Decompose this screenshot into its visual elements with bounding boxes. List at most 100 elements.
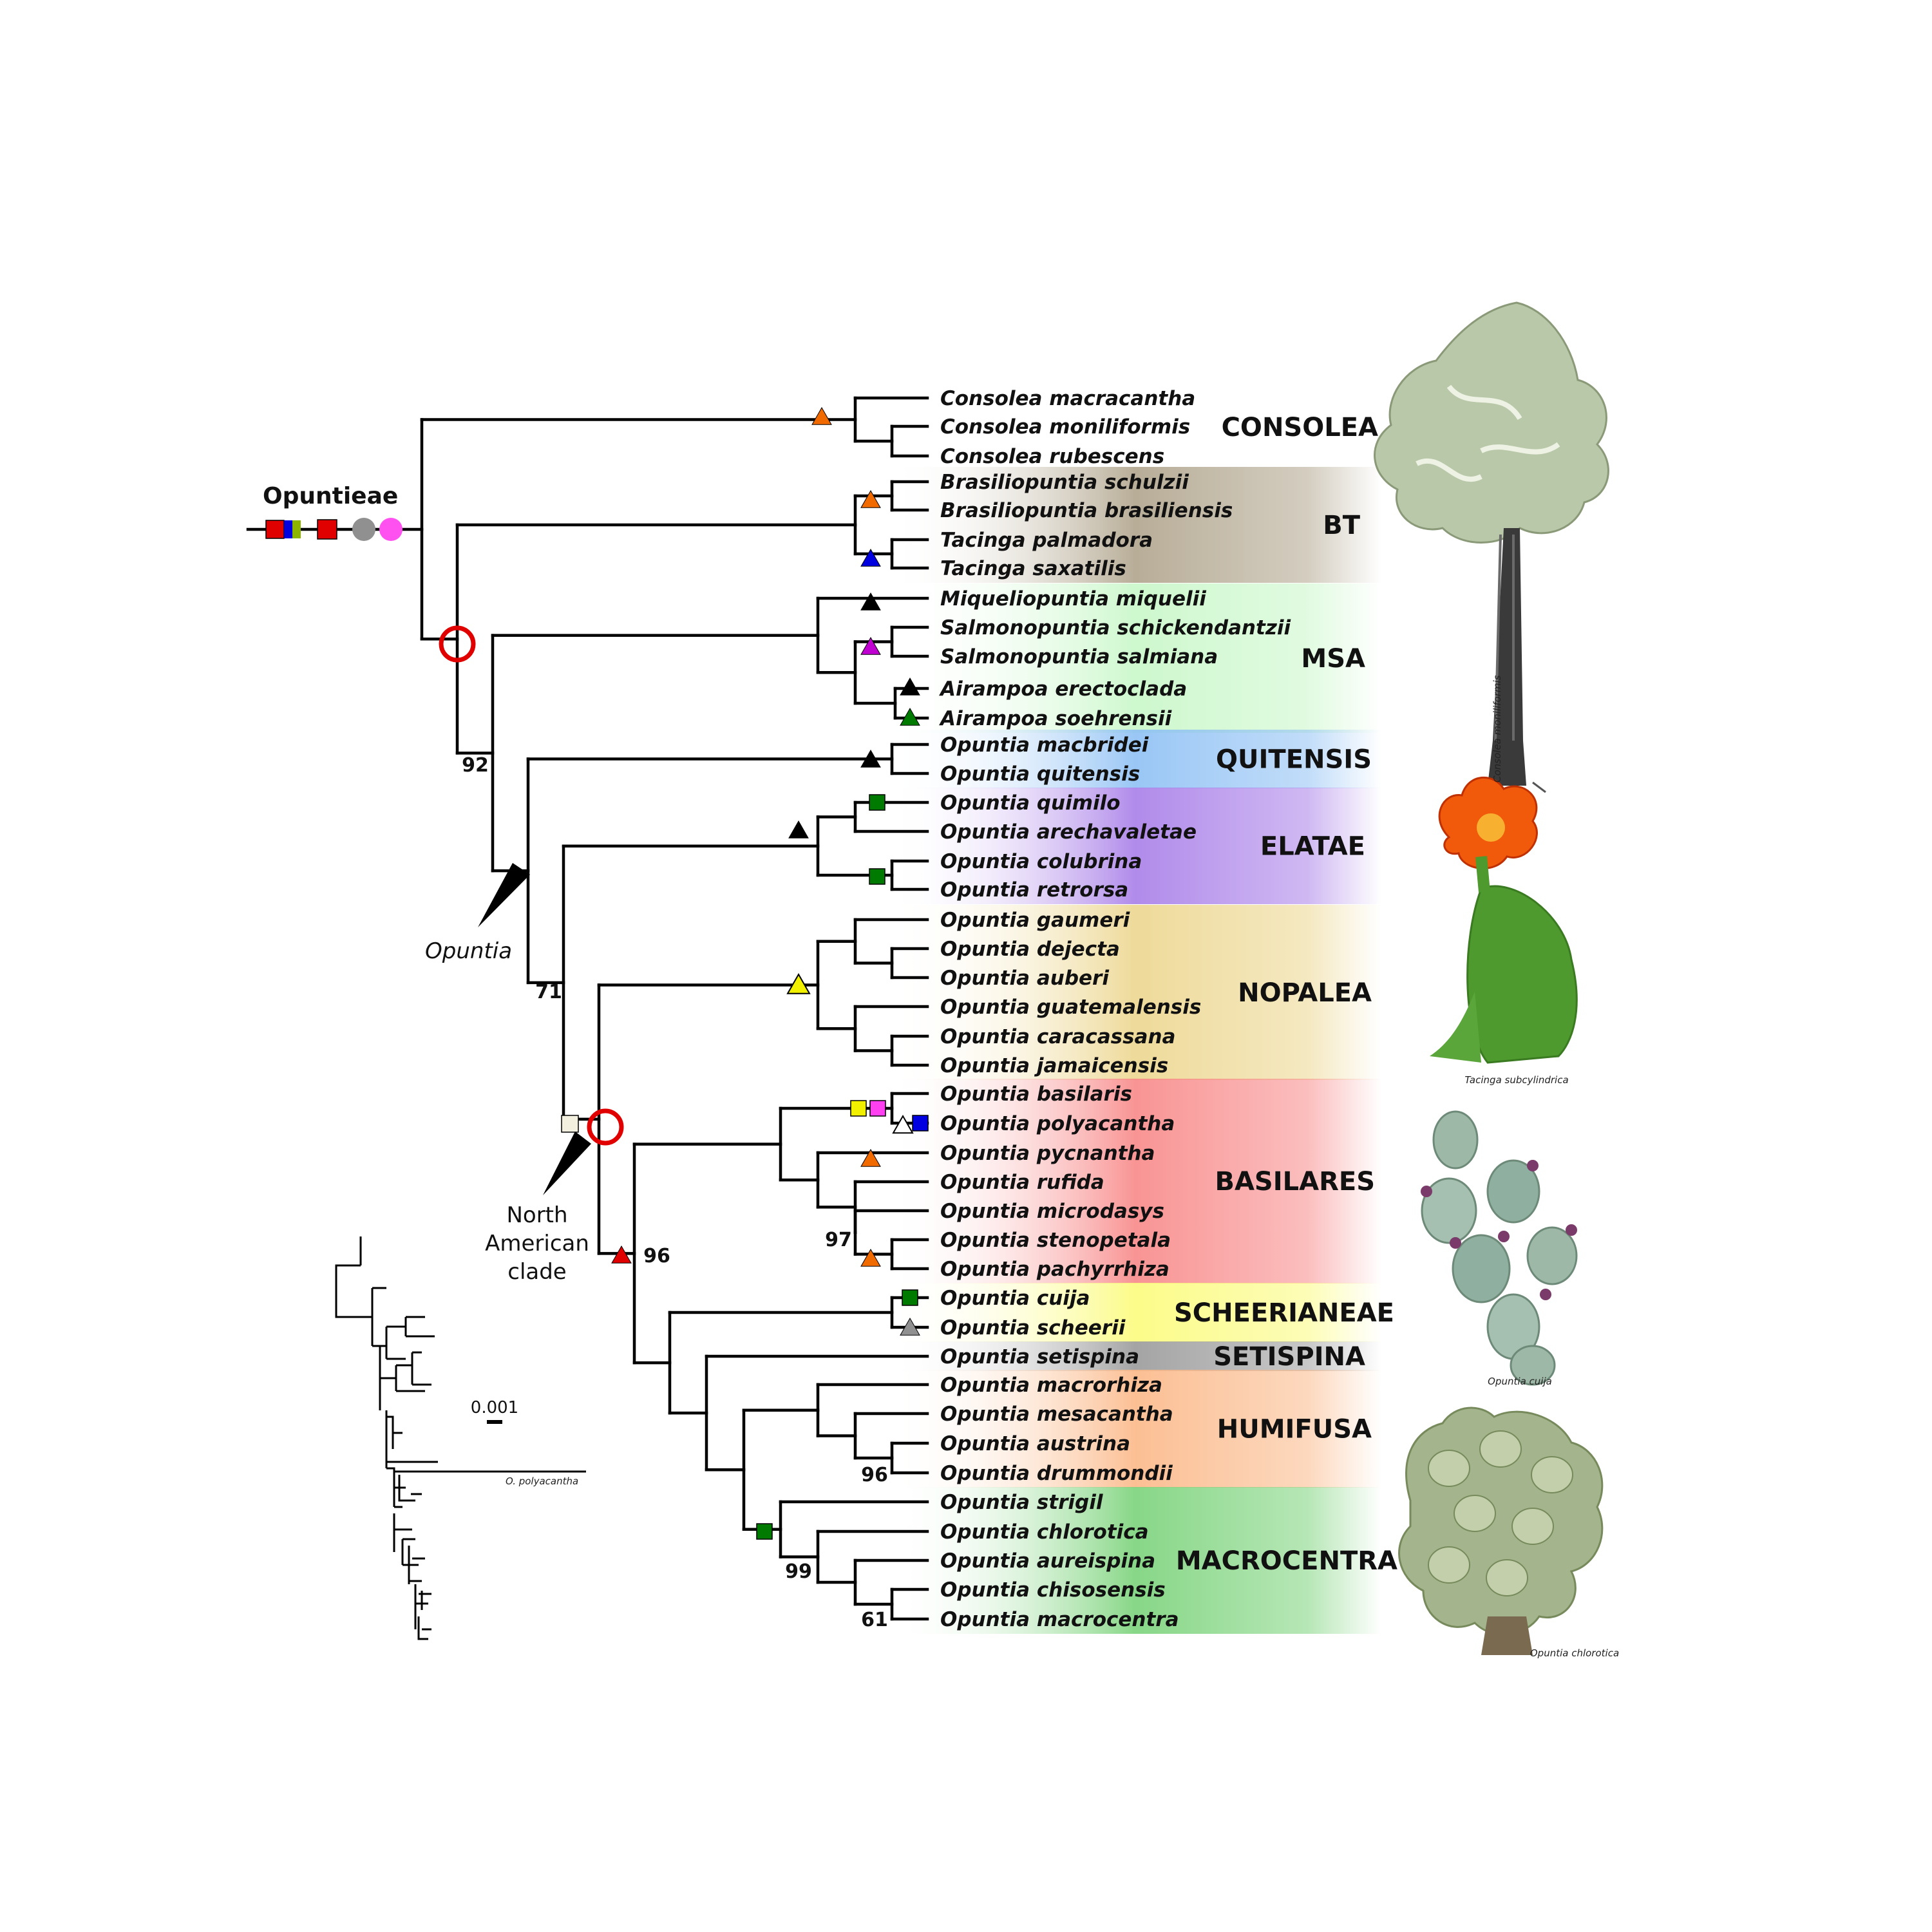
marker-elatae-black: [788, 820, 809, 838]
taxon-consolea-rubescens: Consolea rubescens: [940, 445, 1164, 468]
taxon-opuntia-arechavaletae: Opuntia arechavaletae: [940, 820, 1197, 844]
clade-label-setispina: SETISPINA: [1213, 1342, 1365, 1372]
marker-nopalea-yellow: [786, 972, 811, 994]
na-clade-label-line2: American: [485, 1231, 589, 1256]
clade-label-humifusa: HUMIFUSA: [1217, 1415, 1372, 1444]
marker-brasiliopuntia-orange: [860, 489, 881, 508]
support-value: 96: [861, 1464, 888, 1486]
taxon-opuntia-chlorotica: Opuntia chlorotica: [940, 1520, 1149, 1544]
band-basilares: [889, 1079, 1381, 1283]
clade-labels: CONSOLEABTMSAQUITENSISELATAENOPALEABASIL…: [1174, 413, 1397, 1576]
support-value: 61: [861, 1609, 888, 1631]
taxon-opuntia-macbridei: Opuntia macbridei: [940, 734, 1149, 757]
node-marker-red-ring-bt: [439, 625, 476, 663]
genus-arrow: Opuntia: [425, 863, 530, 964]
photo-caption-opuntia-cuija: Opuntia cuija: [1488, 1376, 1552, 1387]
photo-opuntia-cuija: [1421, 1110, 1578, 1386]
photo-caption-opuntia-chlorotica: Opuntia chlorotica: [1530, 1647, 1619, 1659]
phylogenetic-tree: [246, 396, 929, 1621]
taxon-opuntia-cuija: Opuntia cuija: [940, 1287, 1090, 1310]
taxon-airampoa-erectoclada: Airampoa erectoclada: [938, 677, 1187, 701]
na-clade-label-line3: clade: [507, 1259, 566, 1285]
taxon-opuntia-scheerii: Opuntia scheerii: [940, 1316, 1126, 1340]
character-markers: [265, 406, 929, 1540]
marker-pycnantha-orange: [860, 1148, 881, 1167]
taxon-opuntia-stenopetala: Opuntia stenopetala: [940, 1229, 1171, 1252]
taxon-salmonopuntia-schickendantzii: Salmonopuntia schickendantzii: [940, 616, 1291, 639]
clade-label-bt: BT: [1323, 511, 1360, 540]
scale-label: 0.001: [471, 1398, 518, 1417]
marker-airampoa-black: [900, 677, 920, 696]
marker-salmonopuntia-magenta: [860, 636, 881, 655]
marker-north-american-red: [611, 1245, 632, 1264]
taxon-opuntia-drummondii: Opuntia drummondii: [940, 1462, 1173, 1485]
clade-label-elatae: ELATAE: [1260, 832, 1365, 862]
taxon-opuntia-pachyrrhiza: Opuntia pachyrrhiza: [940, 1258, 1170, 1281]
marker-polyacantha-blue: [912, 1115, 929, 1132]
marker-macrocentra-green: [756, 1523, 773, 1540]
taxon-consolea-moniliformis: Consolea moniliformis: [940, 415, 1190, 439]
taxon-opuntia-chisosensis: Opuntia chisosensis: [940, 1578, 1166, 1602]
marker-tacinga-blue: [860, 548, 881, 567]
inset-phylogram: O. polyacantha 0.001: [335, 1236, 586, 1640]
node-marker-beige-square: [561, 1115, 579, 1133]
taxon-opuntia-mesacantha: Opuntia mesacantha: [940, 1403, 1173, 1426]
marker-scheerii-gray: [900, 1317, 920, 1336]
clade-label-quitensis: QUITENSIS: [1216, 745, 1372, 775]
taxon-opuntia-pycnantha: Opuntia pycnantha: [940, 1142, 1155, 1165]
band-scheerianeae: [889, 1283, 1381, 1342]
band-quitensis: [889, 730, 1381, 788]
marker-pachyrrhiza-orange: [860, 1248, 881, 1267]
photo-consolea-moniliformis: [1374, 301, 1609, 793]
genus-label: Opuntia: [425, 938, 512, 964]
taxon-opuntia-gaumeri: Opuntia gaumeri: [940, 909, 1130, 932]
taxon-miqueliopuntia-miquelii: Miqueliopuntia miquelii: [940, 587, 1206, 611]
clade-label-nopalea: NOPALEA: [1238, 978, 1372, 1008]
na-clade-label-line1: North: [506, 1202, 567, 1228]
band-humifusa: [889, 1370, 1381, 1488]
clade-label-basilares: BASILARES: [1215, 1167, 1375, 1197]
taxon-opuntia-caracassana: Opuntia caracassana: [940, 1025, 1175, 1048]
taxon-opuntia-jamaicensis: Opuntia jamaicensis: [940, 1054, 1168, 1077]
taxon-opuntia-aureispina: Opuntia aureispina: [940, 1549, 1155, 1573]
marker-basilaris-yellow: [850, 1100, 867, 1117]
tribe-label: Opuntieae: [263, 483, 398, 509]
taxon-brasiliopuntia-brasiliensis: Brasiliopuntia brasiliensis: [940, 499, 1233, 522]
support-value: 96: [643, 1245, 670, 1267]
taxon-opuntia-macrocentra: Opuntia macrocentra: [940, 1608, 1179, 1631]
taxon-salmonopuntia-salmiana: Salmonopuntia salmiana: [940, 645, 1218, 668]
taxon-airampoa-soehrensii: Airampoa soehrensii: [938, 707, 1172, 730]
marker-polyacantha-white: [892, 1114, 914, 1134]
taxon-opuntia-austrina: Opuntia austrina: [940, 1432, 1130, 1455]
taxon-opuntia-guatemalensis: Opuntia guatemalensis: [940, 996, 1201, 1019]
taxon-opuntia-auberi: Opuntia auberi: [940, 967, 1109, 990]
taxon-opuntia-macrorhiza: Opuntia macrorhiza: [940, 1374, 1162, 1397]
taxon-opuntia-quitensis: Opuntia quitensis: [940, 762, 1140, 786]
marker-cuija-green: [902, 1289, 918, 1306]
support-value: 92: [462, 754, 489, 777]
taxon-opuntia-microdasys: Opuntia microdasys: [940, 1200, 1164, 1223]
root-marker-olive-bar: [292, 520, 301, 538]
marker-quitensis-black: [860, 749, 881, 768]
band-elatae: [889, 788, 1381, 904]
taxon-opuntia-basilaris: Opuntia basilaris: [940, 1083, 1132, 1106]
band-nopalea: [889, 905, 1381, 1080]
clade-label-msa: MSA: [1301, 644, 1365, 674]
band-setispina: [889, 1341, 1381, 1371]
marker-miqueliopuntia-black: [860, 592, 881, 611]
photo-caption-consolea-moniliformis: Consolea moniliformis: [1492, 675, 1503, 782]
taxon-consolea-macracantha: Consolea macracantha: [940, 387, 1195, 410]
photo-caption-tacinga-subcylindrica: Tacinga subcylindrica: [1464, 1074, 1568, 1086]
band-bt: [889, 467, 1381, 583]
na-clade-arrow: North American clade: [485, 1132, 591, 1285]
marker-quimilo-green: [869, 794, 886, 811]
clade-label-macrocentra: MACROCENTRA: [1176, 1546, 1397, 1576]
inset-tip-label: O. polyacantha: [506, 1475, 578, 1487]
taxon-brasiliopuntia-schulzii: Brasiliopuntia schulzii: [940, 471, 1189, 494]
band-msa: [889, 583, 1381, 733]
taxon-opuntia-rufida: Opuntia rufida: [940, 1171, 1104, 1194]
support-value: 99: [785, 1560, 812, 1583]
